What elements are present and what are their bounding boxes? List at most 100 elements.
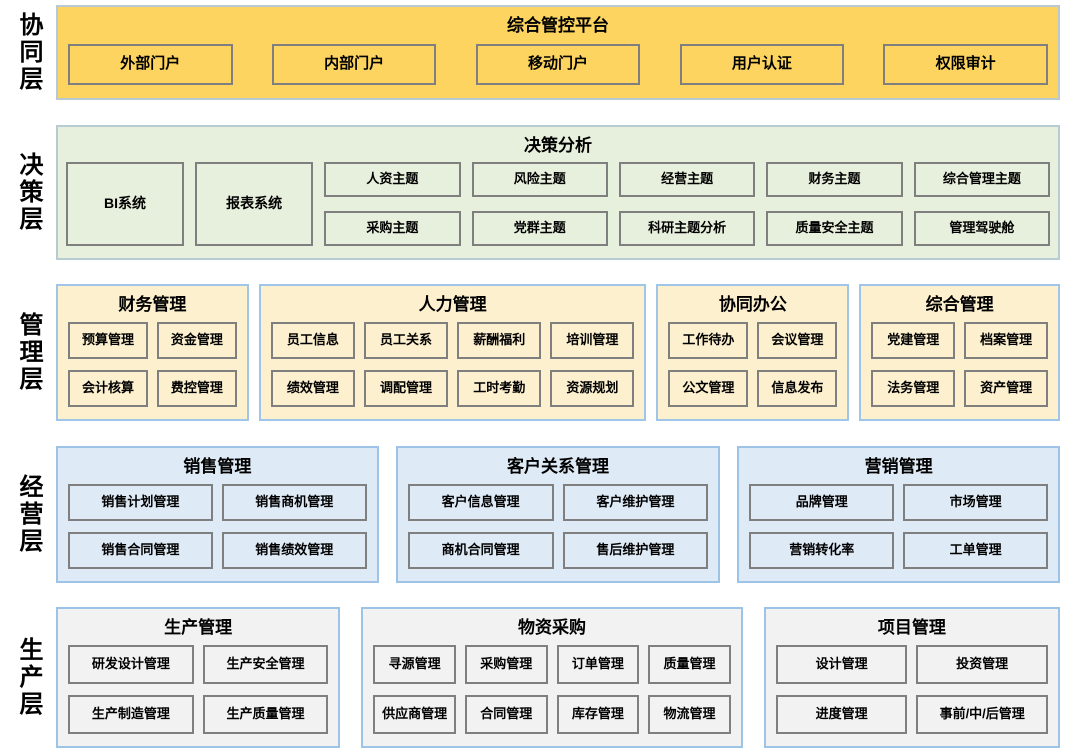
layer-row-management: 管理层财务管理预算管理资金管理会计核算费控管理人力管理员工信息员工关系薪酬福利培… bbox=[0, 284, 1060, 421]
module-button: 资产管理 bbox=[964, 370, 1048, 407]
layer-label-text: 经营层 bbox=[15, 473, 42, 555]
panel-title: 决策分析 bbox=[524, 135, 592, 155]
panel-title: 人力管理 bbox=[418, 295, 487, 314]
portal-button: 外部门户 bbox=[68, 44, 233, 85]
module-button: 质量管理 bbox=[648, 645, 731, 684]
layer-panels-operation: 销售管理销售计划管理销售商机管理销售合同管理销售绩效管理客户关系管理客户信息管理… bbox=[56, 445, 1060, 583]
panel-title: 项目管理 bbox=[877, 618, 946, 637]
module-grid: 党建管理档案管理法务管理资产管理 bbox=[861, 315, 1058, 419]
module-button: 会议管理 bbox=[757, 322, 838, 359]
module-button: 信息发布 bbox=[757, 370, 838, 407]
topic-button: 科研主题分析 bbox=[618, 210, 756, 246]
panel-title: 综合管理 bbox=[925, 295, 994, 314]
topic-button: 财务主题 bbox=[766, 161, 903, 197]
topic-column: 经营主题科研主题分析 bbox=[618, 161, 756, 246]
panel-operation-1: 客户关系管理客户信息管理客户维护管理商机合同管理售后维护管理 bbox=[395, 445, 721, 583]
panel-title: 物资采购 bbox=[518, 618, 587, 637]
topic-column: 风险主题党群主题 bbox=[471, 161, 608, 246]
panel-title: 营销管理 bbox=[864, 456, 933, 476]
module-button: 销售绩效管理 bbox=[221, 531, 367, 569]
panel-management-2: 协同办公工作待办会议管理公文管理信息发布 bbox=[656, 284, 850, 421]
layer-label-text: 生产层 bbox=[15, 637, 42, 718]
layer-row-collaboration: 协同层综合管控平台外部门户内部门户移动门户用户认证权限审计 bbox=[0, 5, 1060, 100]
portal-button: 用户认证 bbox=[679, 44, 845, 85]
module-button: 品牌管理 bbox=[749, 483, 895, 521]
panel-production-1: 物资采购寻源管理采购管理订单管理质量管理供应商管理合同管理库存管理物流管理 bbox=[361, 607, 743, 748]
module-button: 销售计划管理 bbox=[68, 483, 213, 521]
module-button: 市场管理 bbox=[903, 483, 1048, 521]
layer-label-text: 决策层 bbox=[15, 151, 42, 233]
topic-column: 财务主题质量安全主题 bbox=[766, 161, 903, 246]
module-button: 合同管理 bbox=[464, 695, 548, 734]
panel-title: 客户关系管理 bbox=[507, 456, 609, 476]
module-button: 进度管理 bbox=[775, 695, 908, 734]
module-grid: 设计管理投资管理进度管理事前/中/后管理 bbox=[766, 638, 1058, 746]
module-button: 资源规划 bbox=[550, 370, 635, 407]
module-button: 费控管理 bbox=[156, 370, 237, 407]
layer-panels-collaboration: 综合管控平台外部门户内部门户移动门户用户认证权限审计 bbox=[56, 5, 1060, 100]
module-button: 绩效管理 bbox=[270, 370, 355, 407]
module-button: 库存管理 bbox=[556, 695, 640, 734]
module-grid: 工作待办会议管理公文管理信息发布 bbox=[658, 315, 847, 419]
module-button: 营销转化率 bbox=[749, 531, 895, 569]
topic-button: 管理驾驶舱 bbox=[913, 210, 1051, 246]
portal-button: 权限审计 bbox=[883, 44, 1048, 85]
module-button: 研发设计管理 bbox=[68, 645, 194, 684]
topic-button: 质量安全主题 bbox=[766, 210, 903, 246]
module-grid: 研发设计管理生产安全管理生产制造管理生产质量管理 bbox=[58, 638, 338, 746]
module-button: 培训管理 bbox=[550, 322, 635, 359]
module-button: 事前/中/后管理 bbox=[916, 695, 1048, 734]
module-button: 会计核算 bbox=[68, 370, 148, 407]
module-button: 售后维护管理 bbox=[562, 531, 709, 569]
module-button: 物流管理 bbox=[648, 695, 731, 734]
module-button: 员工关系 bbox=[363, 322, 449, 359]
module-grid: 品牌管理市场管理营销转化率工单管理 bbox=[739, 477, 1058, 581]
module-button: 法务管理 bbox=[871, 370, 956, 407]
module-button: 工作待办 bbox=[668, 322, 749, 359]
module-button: 设计管理 bbox=[775, 645, 908, 684]
module-button: 生产质量管理 bbox=[202, 695, 329, 734]
topic-column: 综合管理主题管理驾驶舱 bbox=[913, 161, 1051, 246]
decision-body: BI系统报表系统人资主题采购主题风险主题党群主题经营主题科研主题分析财务主题质量… bbox=[58, 156, 1058, 258]
module-button: 工时考勤 bbox=[457, 370, 542, 407]
portal-button: 内部门户 bbox=[271, 44, 437, 85]
topic-column: 人资主题采购主题 bbox=[324, 161, 461, 246]
topic-button: 党群主题 bbox=[471, 210, 608, 246]
module-button: 员工信息 bbox=[270, 322, 355, 359]
module-button: 订单管理 bbox=[556, 645, 640, 684]
module-button: 薪酬福利 bbox=[457, 322, 542, 359]
layer-label-collaboration: 协同层 bbox=[0, 5, 56, 100]
module-button: 客户信息管理 bbox=[407, 483, 554, 521]
panel-title: 综合管控平台 bbox=[507, 16, 609, 35]
panel-management-1: 人力管理员工信息员工关系薪酬福利培训管理绩效管理调配管理工时考勤资源规划 bbox=[258, 284, 647, 421]
module-grid: 销售计划管理销售商机管理销售合同管理销售绩效管理 bbox=[58, 477, 377, 581]
system-button: 报表系统 bbox=[195, 161, 314, 246]
panel-management-3: 综合管理党建管理档案管理法务管理资产管理 bbox=[859, 284, 1060, 421]
layer-label-decision: 决策层 bbox=[0, 125, 56, 260]
toolbar-body: 外部门户内部门户移动门户用户认证权限审计 bbox=[58, 36, 1058, 98]
layer-label-management: 管理层 bbox=[0, 284, 56, 421]
module-button: 资金管理 bbox=[156, 322, 237, 359]
panel-title: 协同办公 bbox=[718, 295, 787, 314]
layer-panels-management: 财务管理预算管理资金管理会计核算费控管理人力管理员工信息员工关系薪酬福利培训管理… bbox=[56, 284, 1060, 421]
module-button: 预算管理 bbox=[68, 322, 148, 359]
panel-production-2: 项目管理设计管理投资管理进度管理事前/中/后管理 bbox=[763, 607, 1060, 748]
module-button: 调配管理 bbox=[363, 370, 449, 407]
module-button: 党建管理 bbox=[871, 322, 956, 359]
module-button: 销售合同管理 bbox=[68, 531, 213, 569]
module-grid: 预算管理资金管理会计核算费控管理 bbox=[58, 315, 247, 419]
layer-label-text: 协同层 bbox=[15, 12, 42, 93]
module-grid: 寻源管理采购管理订单管理质量管理供应商管理合同管理库存管理物流管理 bbox=[363, 638, 740, 746]
module-button: 生产制造管理 bbox=[68, 695, 194, 734]
panel-operation-2: 营销管理品牌管理市场管理营销转化率工单管理 bbox=[737, 445, 1060, 583]
topic-button: 经营主题 bbox=[618, 161, 756, 197]
module-button: 投资管理 bbox=[916, 645, 1048, 684]
panel-production-0: 生产管理研发设计管理生产安全管理生产制造管理生产质量管理 bbox=[56, 607, 341, 748]
module-button: 公文管理 bbox=[668, 370, 749, 407]
module-button: 档案管理 bbox=[964, 322, 1048, 359]
panel-title: 财务管理 bbox=[118, 295, 187, 314]
